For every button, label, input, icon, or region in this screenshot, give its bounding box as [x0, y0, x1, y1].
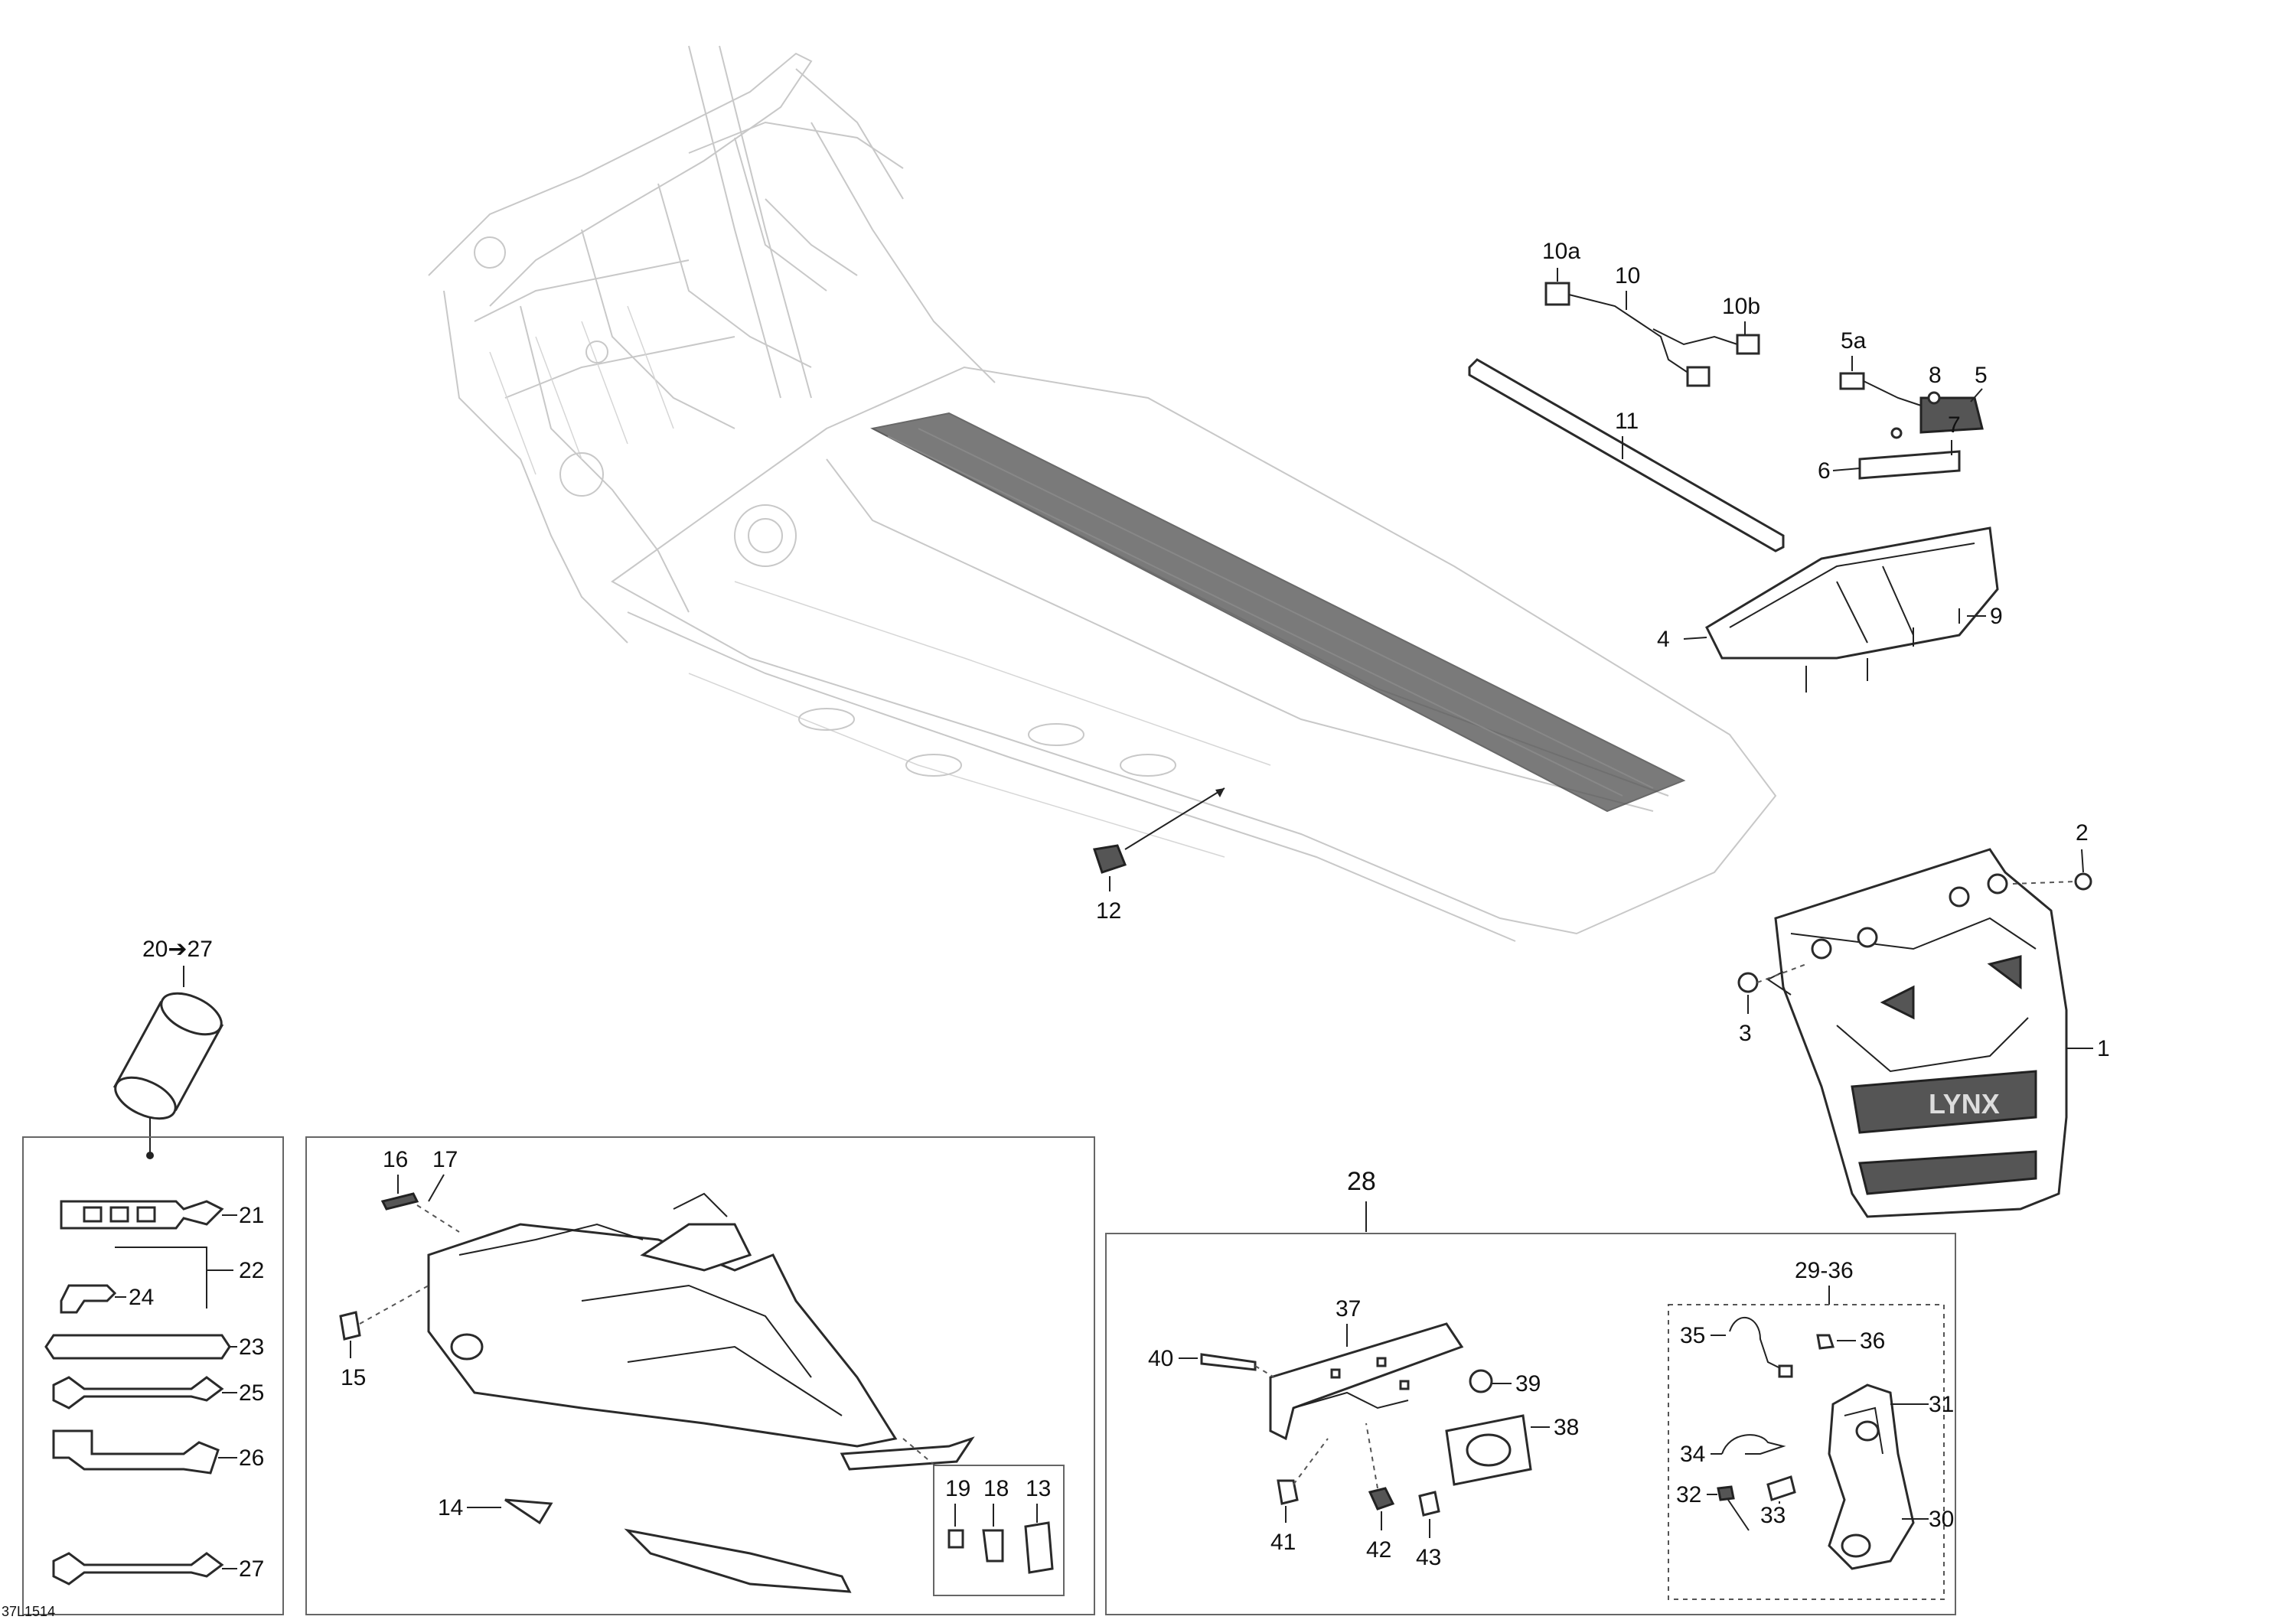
callout-41: 41 — [1270, 1530, 1296, 1555]
callout-32: 32 — [1676, 1482, 1701, 1507]
callout-10b: 10b — [1722, 294, 1760, 319]
callout-5a: 5a — [1841, 328, 1867, 354]
tool-kit-group: 20➔27 21 22 24 23 25 26 27 — [22, 937, 284, 1615]
callout-42: 42 — [1366, 1537, 1391, 1563]
sub-box-29-36 — [1668, 1304, 1945, 1600]
callout-5: 5 — [1975, 363, 1988, 388]
accessory-group-28: 28 37 40 39 38 41 42 43 29-36 — [1105, 1167, 1956, 1615]
callout-10a: 10a — [1542, 239, 1580, 264]
callout-35: 35 — [1680, 1323, 1705, 1348]
tunnel-ghost — [611, 366, 1777, 942]
decal-kit-group: 16 17 15 14 19 18 13 — [305, 1136, 1095, 1615]
callout-10: 10 — [1615, 263, 1640, 288]
decal-small-box — [933, 1465, 1065, 1596]
callout-19: 19 — [945, 1476, 970, 1501]
callout-12: 12 — [1096, 898, 1121, 924]
decal-kit-box — [305, 1136, 1095, 1615]
taillight-assembly: 5a 8 5 6 7 — [1818, 328, 1988, 484]
clip-part-12: 12 — [1093, 787, 1225, 924]
callout-16: 16 — [383, 1147, 408, 1172]
callout-3: 3 — [1739, 1021, 1752, 1046]
callout-28: 28 — [1347, 1167, 1376, 1196]
callout-31: 31 — [1929, 1392, 1954, 1417]
callout-40: 40 — [1148, 1346, 1173, 1371]
callout-34: 34 — [1680, 1442, 1705, 1467]
callout-20-27: 20➔27 — [142, 937, 213, 962]
callout-7: 7 — [1948, 412, 1961, 438]
callout-29-36: 29-36 — [1795, 1258, 1854, 1283]
lynx-logo: LYNX — [1929, 1088, 2000, 1119]
callout-27: 27 — [239, 1556, 264, 1582]
harness-part-10: 10a 10 10b — [1542, 239, 1760, 387]
callout-17: 17 — [432, 1147, 458, 1172]
callout-4: 4 — [1657, 627, 1670, 652]
callout-13: 13 — [1026, 1476, 1051, 1501]
callout-9: 9 — [1990, 604, 2003, 629]
callout-11: 11 — [1615, 409, 1639, 434]
strip-part-11: 11 — [1468, 358, 1785, 552]
callout-25: 25 — [239, 1380, 264, 1406]
callout-43: 43 — [1416, 1545, 1441, 1570]
callout-38: 38 — [1554, 1415, 1579, 1440]
callout-18: 18 — [983, 1476, 1009, 1501]
callout-22: 22 — [239, 1258, 264, 1283]
callout-23: 23 — [239, 1335, 264, 1360]
diagram-reference: 37L1514 — [2, 1604, 55, 1619]
callout-24: 24 — [129, 1285, 154, 1310]
callout-6: 6 — [1818, 458, 1831, 484]
callout-36: 36 — [1860, 1328, 1885, 1354]
callout-21: 21 — [239, 1203, 264, 1228]
callout-26: 26 — [239, 1445, 264, 1471]
callout-39: 39 — [1515, 1371, 1541, 1396]
callout-15: 15 — [341, 1365, 366, 1390]
snowflap-part-1: LYNX 1 2 3 — [1737, 820, 2110, 1218]
callout-14: 14 — [438, 1495, 463, 1520]
tool-kit-box — [22, 1136, 284, 1615]
rear-bumper-part-4: 4 9 — [1657, 526, 2003, 693]
callout-30: 30 — [1929, 1507, 1954, 1532]
callout-37: 37 — [1336, 1296, 1361, 1322]
callout-2: 2 — [2076, 820, 2089, 846]
accessory-box-28 — [1105, 1233, 1956, 1615]
callout-33: 33 — [1760, 1503, 1786, 1528]
callout-8: 8 — [1929, 363, 1942, 388]
chassis-frame-ghost — [428, 45, 996, 644]
callout-1: 1 — [2097, 1036, 2110, 1061]
